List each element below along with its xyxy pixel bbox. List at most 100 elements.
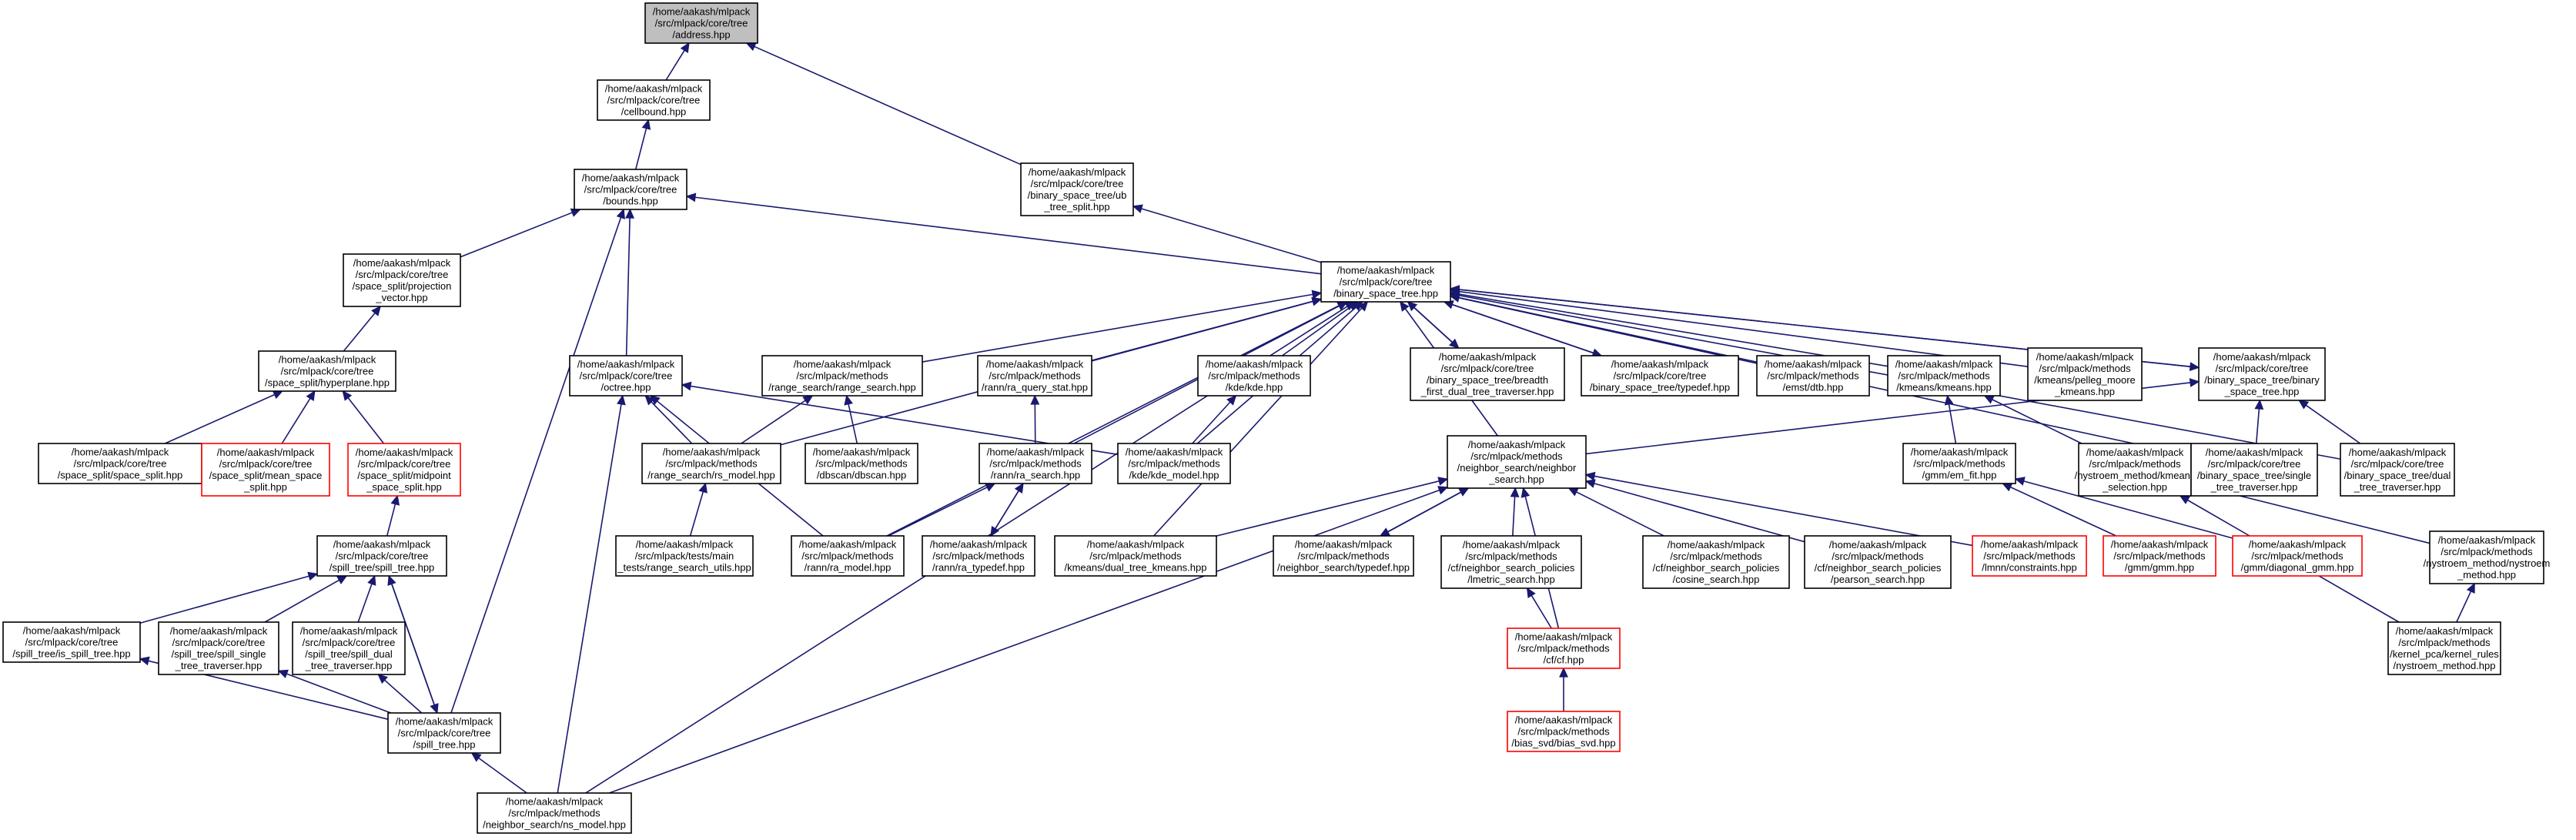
file-node-bst-typedef[interactable]: /home/aakash/mlpack/src/mlpack/core/tree… [1581,355,1739,397]
file-node-mean-space-split[interactable]: /home/aakash/mlpack/src/mlpack/core/tree… [201,443,330,497]
node-label-line: /neighbor_search/typedef.hpp [1277,562,1410,574]
node-label-line: /home/aakash/mlpack [930,539,1028,551]
node-label-line: /home/aakash/mlpack [333,539,431,551]
file-node-kde-model[interactable]: /home/aakash/mlpack/src/mlpack/methods/k… [1117,443,1231,484]
node-box [1020,162,1134,216]
arrowhead [1559,667,1568,678]
file-node-ns-model[interactable]: /home/aakash/mlpack/src/mlpack/methods/n… [477,792,632,834]
arrowhead [2189,378,2200,387]
node-label-line: /nystroem_method.hpp [2394,660,2496,671]
node-box [1972,535,2087,577]
node-label-line: /src/mlpack/methods [1832,551,1924,562]
node-box [791,535,905,577]
file-node-octree[interactable]: /home/aakash/mlpack/src/mlpack/core/tree… [569,355,683,397]
file-node-bst-binary[interactable]: /home/aakash/mlpack/src/mlpack/core/tree… [2198,347,2326,401]
file-node-dual-tree-kmeans[interactable]: /home/aakash/mlpack/src/mlpack/methods/k… [1054,535,1217,577]
node-label-line: /src/mlpack/methods [1517,643,1610,654]
node-label-line: /binary_space_tree.hpp [1333,288,1438,300]
node-label-line: /kde/kde.hpp [1226,382,1283,393]
file-node-neighbor-search[interactable]: /home/aakash/mlpack/src/mlpack/methods/n… [1447,435,1587,489]
file-node-diagonal-gmm[interactable]: /home/aakash/mlpack/src/mlpack/methods/g… [2232,535,2363,577]
node-label-line: /spill_tree.hpp [413,739,476,751]
node-label-line: /range_search/range_search.hpp [768,382,916,393]
edge-spill_single-to-spill_tree_hpp [264,579,340,623]
file-node-ub-tree-split[interactable]: /home/aakash/mlpack/src/mlpack/core/tree… [1020,162,1134,216]
file-node-spill-tree-hpp[interactable]: /home/aakash/mlpack/src/mlpack/core/tree… [316,535,447,577]
arrowhead [306,390,316,401]
node-label-line: /src/mlpack/core/tree [1340,276,1433,288]
node-label-line: /src/mlpack/core/tree [2351,458,2444,470]
node-label-line: /pearson_search.hpp [1831,574,1925,585]
file-node-binary-space-tree[interactable]: /home/aakash/mlpack/src/mlpack/core/tree… [1320,261,1451,303]
node-label-line: _tree_traverser.hpp [2210,481,2298,493]
file-node-lmnn-constraints[interactable]: /home/aakash/mlpack/src/mlpack/methods/l… [1972,535,2087,577]
file-node-ra-query-stat[interactable]: /home/aakash/mlpack/src/mlpack/methods/r… [977,355,1092,397]
file-node-bias-svd[interactable]: /home/aakash/mlpack/src/mlpack/methods/b… [1507,711,1621,752]
node-label-line: /binary_space_tree/typedef.hpp [1590,382,1730,393]
file-node-ra-search[interactable]: /home/aakash/mlpack/src/mlpack/methods/r… [979,443,1092,484]
node-box [979,443,1092,484]
file-node-pearson-search[interactable]: /home/aakash/mlpack/src/mlpack/methods/c… [1804,535,1952,589]
edge-binary_space_tree-to-bounds [694,196,1322,275]
file-node-lmetric-search[interactable]: /home/aakash/mlpack/src/mlpack/methods/c… [1440,535,1582,589]
file-node-spill-dual[interactable]: /home/aakash/mlpack/src/mlpack/core/tree… [292,621,406,675]
file-node-kernel-rules[interactable]: /home/aakash/mlpack/src/mlpack/methods/k… [2387,621,2501,675]
file-node-range-search-utils[interactable]: /home/aakash/mlpack/src/mlpack/tests/mai… [615,535,754,577]
file-node-is-spill-tree[interactable]: /home/aakash/mlpack/src/mlpack/core/tree… [2,621,141,663]
file-node-hyperplane[interactable]: /home/aakash/mlpack/src/mlpack/core/tree… [258,350,396,392]
node-label-line: /src/mlpack/methods [1767,370,1859,382]
file-node-dual-tree-traverser[interactable]: /home/aakash/mlpack/src/mlpack/core/tree… [2340,443,2455,497]
file-node-dbscan[interactable]: /home/aakash/mlpack/src/mlpack/methods/d… [805,443,918,484]
arrowhead [617,394,626,406]
node-label-line: /cf/neighbor_search_policies [1815,562,1942,574]
file-node-spill-single[interactable]: /home/aakash/mlpack/src/mlpack/core/tree… [158,621,279,675]
file-node-ns-typedef[interactable]: /home/aakash/mlpack/src/mlpack/methods/n… [1273,535,1414,577]
file-node-projection-vector[interactable]: /home/aakash/mlpack/src/mlpack/core/tree… [343,253,461,307]
node-label-line: /home/aakash/mlpack [170,625,268,637]
file-node-cf[interactable]: /home/aakash/mlpack/src/mlpack/methods/c… [1507,627,1621,669]
node-box [1581,355,1739,397]
node-label-line: /rann/ra_query_stat.hpp [982,382,1088,393]
edge-range_search-to-binary_space_tree [922,293,1313,363]
file-node-em-fit[interactable]: /home/aakash/mlpack/src/mlpack/methods/g… [1902,443,2016,484]
file-node-ra-model[interactable]: /home/aakash/mlpack/src/mlpack/methods/r… [791,535,905,577]
node-label-line: /spill_tree/spill_single [172,648,266,660]
file-node-pelleg-moore[interactable]: /home/aakash/mlpack/src/mlpack/methods/k… [2027,347,2143,401]
file-node-nystroem-method[interactable]: /home/aakash/mlpack/src/mlpack/methods/n… [2424,530,2551,584]
file-node-cosine-search[interactable]: /home/aakash/mlpack/src/mlpack/methods/c… [1642,535,1790,589]
edge-binary_space_tree-to-bst_typedef [1444,301,1594,354]
edge-space_split-to-hyperplane [164,393,275,444]
node-box [1197,355,1311,397]
file-node-kde[interactable]: /home/aakash/mlpack/src/mlpack/methods/k… [1197,355,1311,397]
arrowhead [2189,362,2200,372]
node-box [2387,621,2501,675]
edge-cf-to-lmetric_search [1531,594,1552,629]
file-node-kmeans[interactable]: /home/aakash/mlpack/src/mlpack/methods/k… [1887,355,2001,397]
node-label-line: /home/aakash/mlpack [577,359,675,370]
node-label-line: /home/aakash/mlpack [356,447,453,458]
arrowhead [616,208,625,219]
file-node-space-split[interactable]: /home/aakash/mlpack/src/mlpack/core/tree… [38,443,202,484]
file-node-single-tree-traverser[interactable]: /home/aakash/mlpack/src/mlpack/core/tree… [2190,443,2318,497]
file-node-range-search[interactable]: /home/aakash/mlpack/src/mlpack/methods/r… [761,355,923,397]
node-box [1804,535,1952,589]
file-node-cellbound[interactable]: /home/aakash/mlpack/src/mlpack/core/tree… [597,79,711,121]
node-label-line: /src/mlpack/methods [2441,546,2533,557]
node-label-line: /spill_tree/spill_tree.hpp [330,562,435,574]
file-node-rs-model[interactable]: /home/aakash/mlpack/src/mlpack/methods/r… [641,443,781,484]
file-node-nystroem-kmeans[interactable]: /home/aakash/mlpack/src/mlpack/methods/n… [2075,443,2196,497]
arrowhead [2002,483,2013,492]
node-label-line: /src/mlpack/methods [665,458,758,470]
file-node-bounds[interactable]: /home/aakash/mlpack/src/mlpack/core/tree… [574,169,687,210]
node-label-line: _tree_split.hpp [1043,201,1109,213]
file-node-breadth-first[interactable]: /home/aakash/mlpack/src/mlpack/core/tree… [1410,347,1565,401]
edge-midpoint_space_split-to-hyperplane [347,397,385,444]
node-label-line: /binary_space_tree/binary [2204,374,2320,386]
file-node-gmm[interactable]: /home/aakash/mlpack/src/mlpack/methods/g… [2103,535,2216,577]
arrowhead [377,674,388,684]
node-label-line: /neighbor_search/neighbor [1457,462,1577,474]
file-node-ra-typedef[interactable]: /home/aakash/mlpack/src/mlpack/methods/r… [922,535,1035,577]
file-node-spill-tree[interactable]: /home/aakash/mlpack/src/mlpack/core/tree… [387,712,501,754]
file-node-emst-dtb[interactable]: /home/aakash/mlpack/src/mlpack/methods/e… [1756,355,1870,397]
file-node-midpoint-space-split[interactable]: /home/aakash/mlpack/src/mlpack/core/tree… [347,443,461,497]
